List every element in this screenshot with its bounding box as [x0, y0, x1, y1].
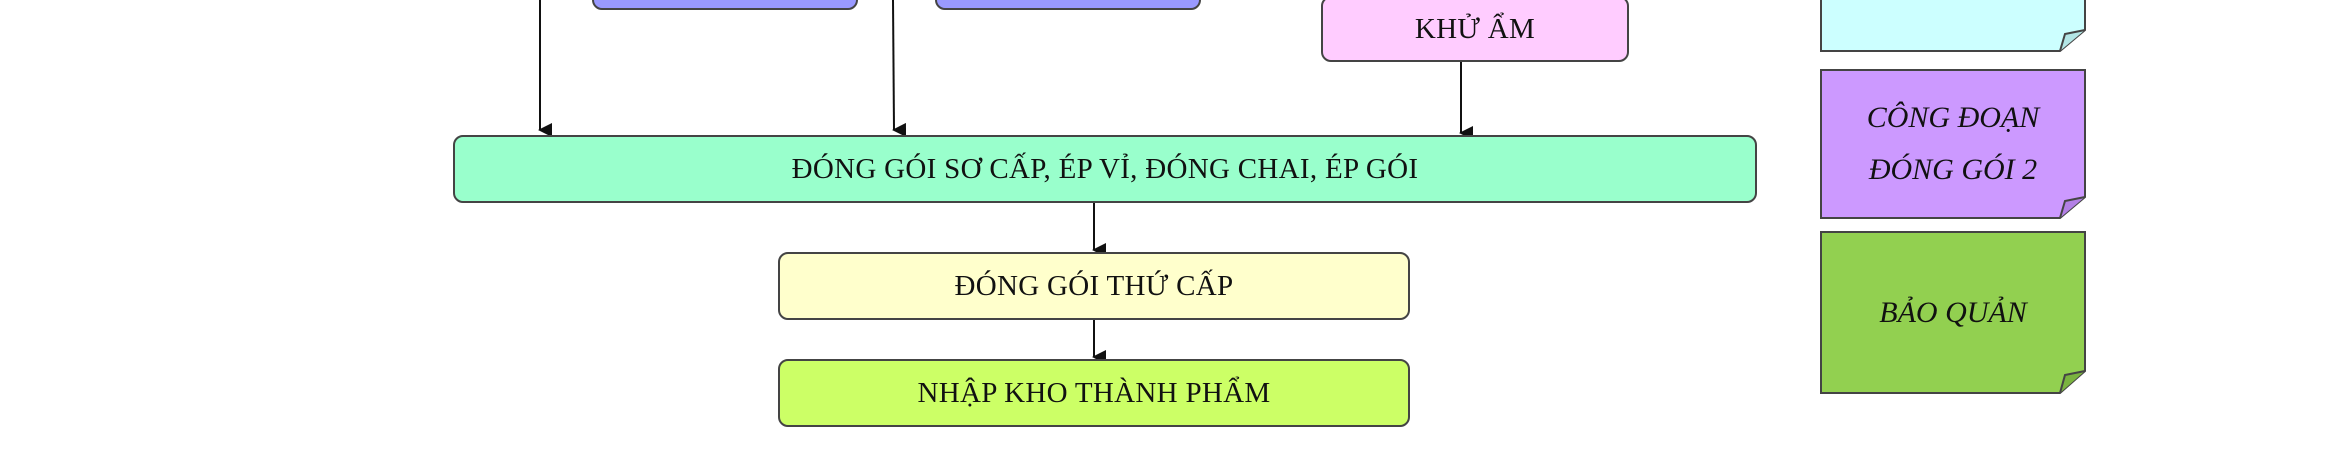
upstream-step-box-left	[592, 0, 858, 10]
legend-note-cyan	[1820, 0, 2086, 52]
note-shape-purple	[1820, 69, 2086, 219]
note-shape-green	[1820, 231, 2086, 394]
secondary-packaging-step: ĐÓNG GÓI THỨ CẤP	[778, 252, 1410, 320]
warehouse-entry-label: NHẬP KHO THÀNH PHẨM	[917, 376, 1271, 409]
warehouse-entry-step: NHẬP KHO THÀNH PHẨM	[778, 359, 1410, 427]
packaging-stage-2-line1: CÔNG ĐOẠN	[1866, 101, 2040, 134]
storage-label: BẢO QUẢN	[1879, 295, 2027, 329]
packaging-stage-2-line2: ĐÓNG GÓI 2	[1868, 153, 2038, 186]
dehumidify-label: KHỬ ẨM	[1414, 12, 1536, 45]
packaging-stage-2-text: CÔNG ĐOẠN ĐÓNG GÓI 2	[1820, 69, 2086, 219]
legend-note-storage: BẢO QUẢN	[1820, 231, 2086, 394]
storage-text: BẢO QUẢN	[1820, 231, 2086, 394]
legend-note-packaging-stage-2: CÔNG ĐOẠN ĐÓNG GÓI 2	[1820, 69, 2086, 219]
note-shape-cyan	[1820, 0, 2086, 52]
arrow-middle-to-primary	[892, 0, 907, 137]
dehumidify-step: KHỬ ẨM	[1321, 0, 1629, 62]
secondary-packaging-label: ĐÓNG GÓI THỨ CẤP	[954, 269, 1234, 302]
primary-packaging-label: ĐÓNG GÓI SƠ CẤP, ÉP VỈ, ĐÓNG CHAI, ÉP GÓ…	[791, 152, 1419, 185]
primary-packaging-step: ĐÓNG GÓI SƠ CẤP, ÉP VỈ, ĐÓNG CHAI, ÉP GÓ…	[453, 135, 1757, 203]
upstream-step-box-middle	[935, 0, 1201, 10]
